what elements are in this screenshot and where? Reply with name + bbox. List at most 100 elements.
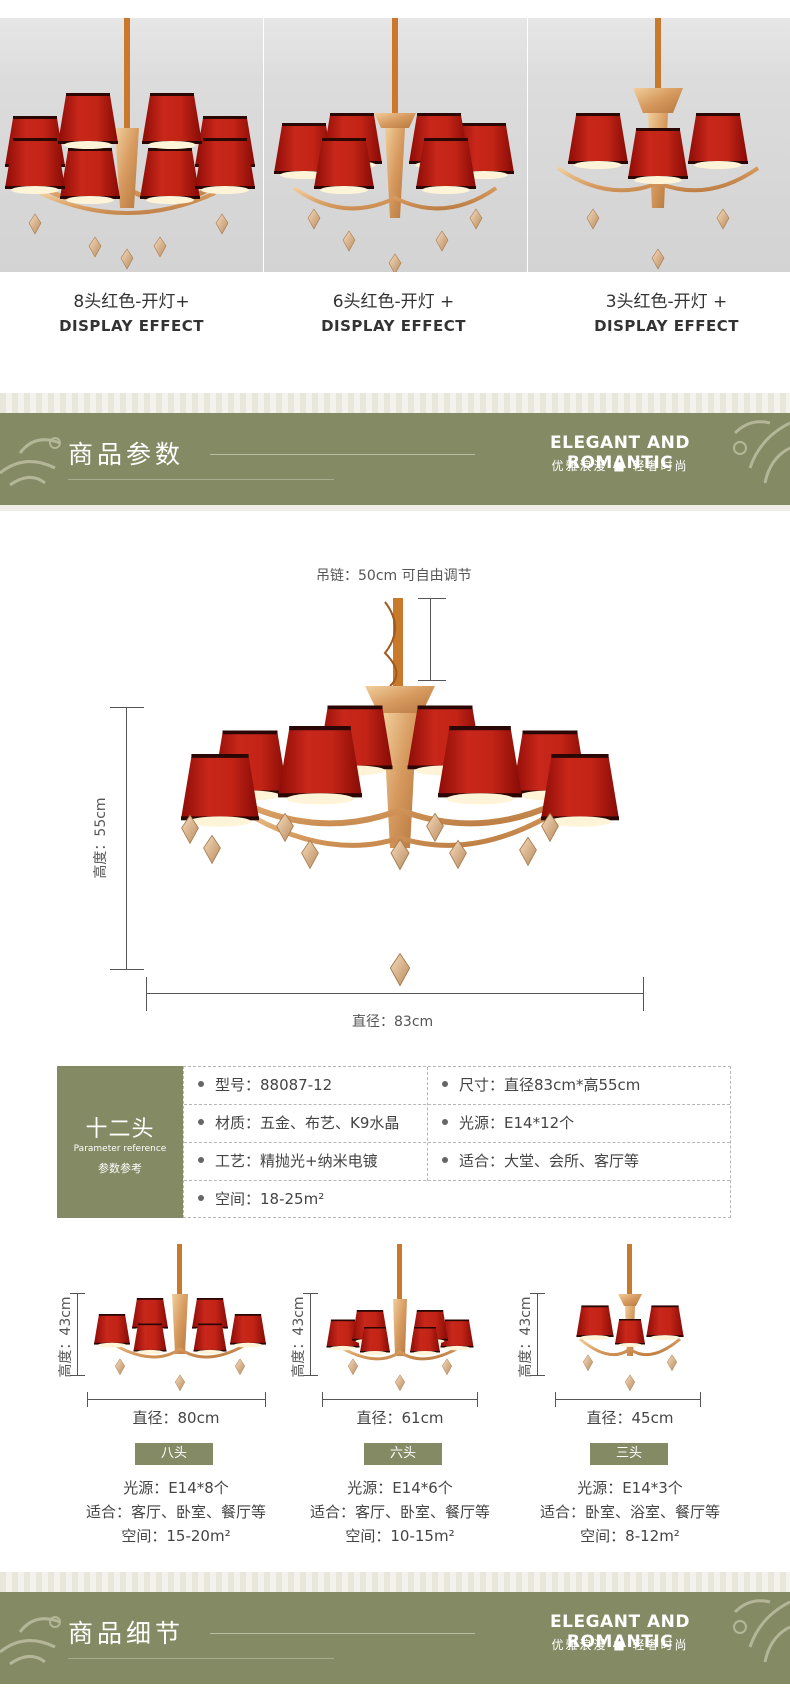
- caption-3-head-en: DISPLAY EFFECT: [594, 317, 739, 335]
- variant-diameter-tick: [555, 1392, 556, 1407]
- caption-8-head-cn: 8头红色-开灯+: [73, 292, 190, 312]
- variant-height-line: [77, 1293, 78, 1375]
- variant-diameter-line: [87, 1399, 265, 1400]
- bullet-icon: [198, 1194, 204, 1201]
- param-suitable: 适合：大堂、会所、客厅等: [428, 1143, 639, 1181]
- variant-light: 光源：E14*8个: [123, 1479, 229, 1497]
- variant-diameter-tick: [700, 1392, 701, 1407]
- diameter-dimension-line: [146, 993, 643, 994]
- parameter-label-main: 十二头: [85, 1117, 155, 1142]
- bullet-icon: [198, 1118, 204, 1125]
- variant-diameter-line: [555, 1399, 700, 1400]
- height-dimension-tick-top: [110, 707, 144, 708]
- variant-space: 空间：8-12m²: [580, 1527, 680, 1545]
- bullet-icon: [442, 1156, 448, 1163]
- variant-suitable: 适合：客厅、卧室、餐厅等: [85, 1503, 266, 1521]
- variant-diameter-tick: [477, 1392, 478, 1407]
- variant-space: 空间：15-20m²: [121, 1527, 231, 1545]
- parameter-table: 十二头 Parameter reference 参数参考 型号：88087-12…: [57, 1066, 731, 1218]
- variant-6-head-image: [326, 1244, 474, 1392]
- grid-divider: [184, 1180, 730, 1181]
- grid-divider: [184, 1104, 730, 1105]
- variant-diameter-label: 直径：61cm: [356, 1409, 444, 1427]
- variant-6-head: 高度：43cm 直径：61cm 六头 光源：E14*6个 适合：客厅、卧室、餐厅…: [270, 1244, 520, 1554]
- banner-pattern: [0, 1572, 790, 1592]
- bullet-icon: [198, 1080, 204, 1087]
- variant-height-tick: [70, 1293, 85, 1294]
- variant-diameter-line: [322, 1399, 477, 1400]
- variant-tag: 八头: [135, 1443, 213, 1465]
- section-slogan-cn: 优雅浪漫 ■ 轻奢时尚: [551, 1638, 689, 1652]
- param-material-text: 材质：五金、布艺、K9水晶: [215, 1114, 400, 1132]
- variant-light: 光源：E14*6个: [347, 1479, 453, 1497]
- bullet-icon: [442, 1118, 448, 1125]
- caption-6-head-cn: 6头红色-开灯 +: [332, 292, 455, 312]
- parameter-label-en: Parameter reference: [73, 1144, 167, 1154]
- parameter-grid: 型号：88087-12 尺寸：直径83cm*高55cm 材质：五金、布艺、K9水…: [183, 1066, 731, 1218]
- variant-suitable: 适合：客厅、卧室、餐厅等: [309, 1503, 490, 1521]
- variant-space: 空间：10-15m²: [345, 1527, 455, 1545]
- product-photo-8-head: [0, 18, 263, 272]
- section-slogan-cn: 优雅浪漫 ■ 轻奢时尚: [551, 459, 689, 473]
- caption-6-head-en: DISPLAY EFFECT: [321, 317, 466, 335]
- variant-tag: 六头: [364, 1443, 442, 1465]
- variant-height-label: 高度：43cm: [58, 1296, 74, 1378]
- variant-height-line: [310, 1293, 311, 1375]
- variant-height-tick: [70, 1375, 85, 1376]
- param-size-text: 尺寸：直径83cm*高55cm: [459, 1076, 641, 1094]
- bullet-icon: [198, 1156, 204, 1163]
- variant-height-label: 高度：43cm: [518, 1296, 534, 1378]
- section-slogan-en: ELEGANT AND ROMANTIC: [550, 1612, 690, 1652]
- caption-3-head: 3头红色-开灯 + DISPLAY EFFECT: [535, 290, 790, 338]
- param-size: 尺寸：直径83cm*高55cm: [428, 1067, 640, 1105]
- banner-pattern: [0, 393, 790, 413]
- chain-length-label: 吊链：50cm 可自由调节: [316, 568, 472, 584]
- chain-dimension-line: [430, 598, 431, 680]
- title-underline: [68, 479, 334, 480]
- variant-height-label: 高度：43cm: [291, 1296, 307, 1378]
- section-banner-details: 商品细节 ELEGANT AND ROMANTIC 优雅浪漫 ■ 轻奢时尚: [0, 1572, 790, 1690]
- chain-dimension-tick-top: [418, 598, 446, 599]
- param-material: 材质：五金、布艺、K9水晶: [184, 1105, 399, 1143]
- section-title-details: 商品细节: [68, 1619, 185, 1648]
- banner-bottom: [0, 505, 790, 511]
- caption-6-head: 6头红色-开灯 + DISPLAY EFFECT: [262, 290, 525, 338]
- height-label: 高度：55cm: [93, 797, 109, 879]
- param-craft-text: 工艺：精抛光+纳米电镀: [215, 1152, 378, 1170]
- bullet-icon: [442, 1080, 448, 1087]
- title-rule: [210, 454, 475, 455]
- caption-3-head-cn: 3头红色-开灯 +: [605, 292, 728, 312]
- variant-suitable: 适合：卧室、浴室、餐厅等: [539, 1503, 720, 1521]
- section-banner-params: 商品参数 ELEGANT AND ROMANTIC 优雅浪漫 ■ 轻奢时尚: [0, 393, 790, 511]
- variant-light: 光源：E14*3个: [577, 1479, 683, 1497]
- banner-band: 商品细节 ELEGANT AND ROMANTIC 优雅浪漫 ■ 轻奢时尚: [0, 1592, 790, 1684]
- section-slogan-en: ELEGANT AND ROMANTIC: [550, 433, 690, 473]
- product-photo-6-head: [264, 18, 527, 272]
- param-space: 空间：18-25m²: [184, 1181, 324, 1219]
- chain-dimension-tick-bottom: [418, 680, 446, 681]
- variant-tag: 三头: [590, 1443, 668, 1465]
- chandelier-3-head-image: [556, 18, 760, 270]
- floral-ornament-right-icon: [733, 1599, 790, 1663]
- height-dimension-tick-bottom: [110, 969, 144, 970]
- product-photo-3-head: [528, 18, 790, 272]
- param-model-text: 型号：88087-12: [215, 1076, 333, 1094]
- param-light-text: 光源：E14*12个: [459, 1114, 575, 1132]
- floral-ornament-right-icon: [733, 420, 790, 484]
- diameter-dimension-tick-right: [643, 977, 644, 1011]
- height-dimension-line: [126, 707, 127, 969]
- floral-ornament-left-icon: [0, 1616, 61, 1666]
- parameter-label-block: 十二头 Parameter reference 参数参考: [57, 1066, 183, 1218]
- title-rule: [210, 1633, 475, 1634]
- variant-height-tick: [530, 1293, 545, 1294]
- variant-3-head-image: [576, 1244, 684, 1392]
- title-underline: [68, 1658, 334, 1659]
- variant-diameter-label: 直径：80cm: [132, 1409, 220, 1427]
- chandelier-8-head-image: [5, 18, 255, 270]
- variant-diameter-tick: [265, 1392, 266, 1407]
- variant-diameter-tick: [87, 1392, 88, 1407]
- chandelier-12-head-image: [181, 598, 619, 987]
- section-title-params: 商品参数: [68, 440, 185, 469]
- diameter-dimension-tick-left: [146, 977, 147, 1011]
- param-space-text: 空间：18-25m²: [215, 1190, 325, 1208]
